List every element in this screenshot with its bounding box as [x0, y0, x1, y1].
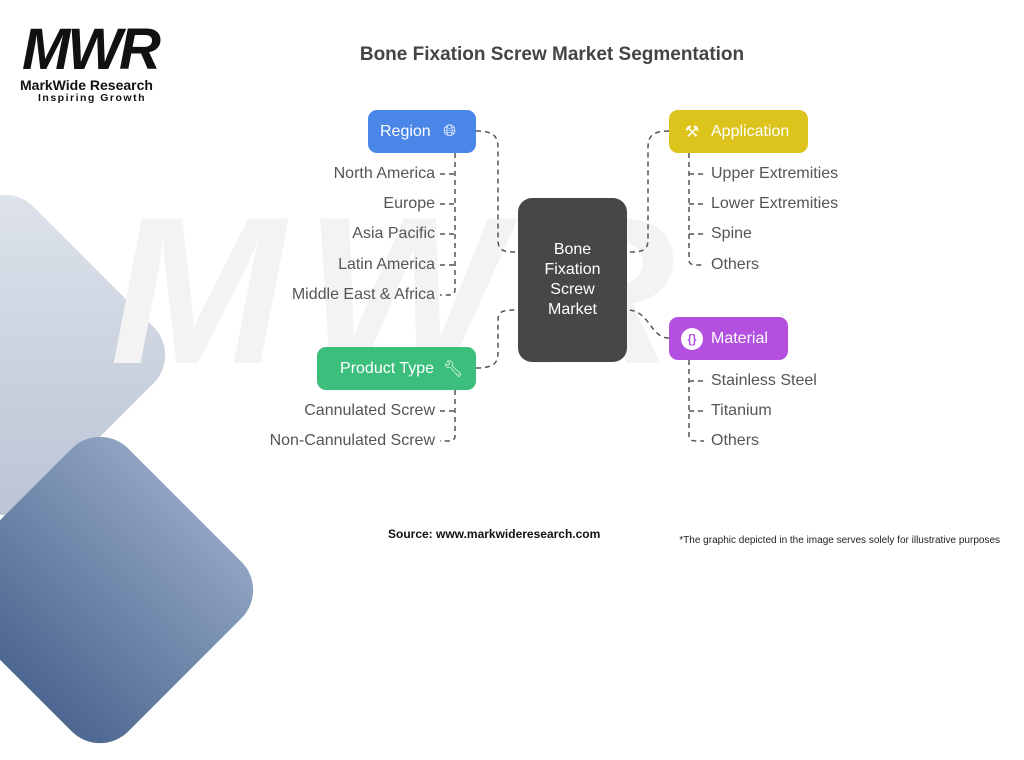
- list-item: Others: [711, 432, 760, 449]
- footnote: *The graphic depicted in the image serve…: [679, 535, 1000, 546]
- segment-label: Material: [711, 329, 768, 347]
- list-item: Latin America: [338, 256, 435, 273]
- segment-label: Application: [711, 122, 790, 140]
- tools-icon: ⚒︎: [684, 123, 700, 141]
- list-item: Middle East & Africa: [291, 286, 435, 303]
- list-item: Others: [711, 256, 760, 273]
- logo-mark: MWR: [22, 17, 161, 82]
- list-item: Lower Extremities: [711, 195, 839, 212]
- wrench-icon: 🔧︎: [442, 360, 464, 378]
- segment-region: Region 🌐︎: [368, 110, 476, 153]
- code-braces-icon: {}: [681, 327, 703, 350]
- globe-icon: 🌐︎: [443, 122, 457, 140]
- segment-material: {} Material: [669, 317, 788, 360]
- segment-label: Region: [380, 122, 431, 140]
- logo-name: MarkWide Research: [20, 77, 153, 93]
- list-item: Cannulated Screw: [304, 402, 435, 419]
- list-item: North America: [333, 165, 435, 182]
- segment-label: Product Type: [340, 359, 434, 377]
- list-item: Stainless Steel: [711, 372, 817, 389]
- list-item: Non-Cannulated Screw: [269, 432, 435, 449]
- connector-lines: [440, 130, 704, 442]
- logo-tagline: Inspiring Growth: [38, 92, 146, 104]
- list-item: Titanium: [711, 402, 772, 419]
- segment-product-type: Product Type 🔧︎: [317, 347, 476, 390]
- center-node: Bone Fixation Screw Market: [518, 198, 627, 362]
- segment-application: ⚒︎ Application: [669, 110, 808, 153]
- list-item: Upper Extremities: [711, 165, 839, 182]
- list-item: Asia Pacific: [352, 225, 435, 242]
- page-title: Bone Fixation Screw Market Segmentation: [359, 44, 745, 65]
- source-text: Source: www.markwideresearch.com: [388, 527, 601, 541]
- list-item: Spine: [711, 225, 752, 242]
- list-item: Europe: [383, 195, 435, 212]
